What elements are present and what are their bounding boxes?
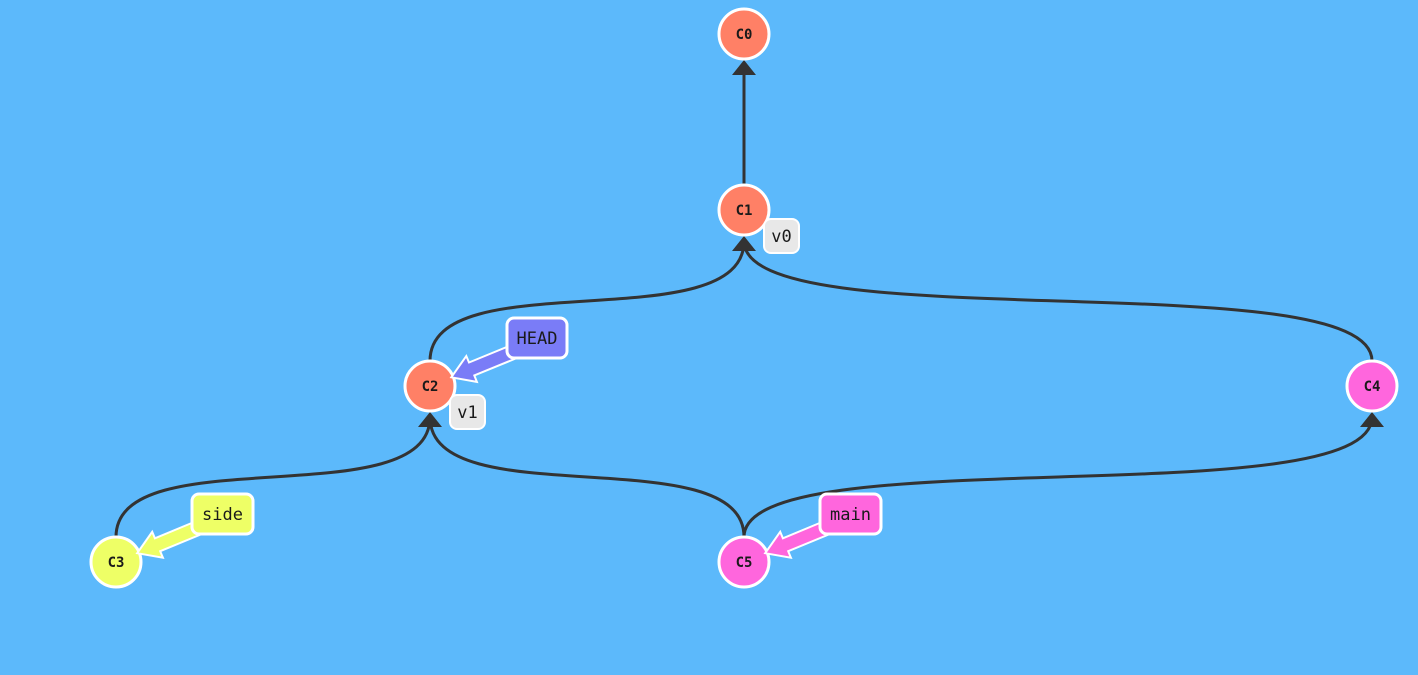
commit-c2[interactable]: C2 bbox=[403, 359, 457, 413]
tag-box[interactable] bbox=[763, 218, 800, 254]
commit-c4[interactable]: C4 bbox=[1345, 359, 1399, 413]
edge-c3-to-c2 bbox=[114, 416, 432, 538]
edge-c2-to-c1 bbox=[428, 240, 746, 362]
tag-label: v1 bbox=[457, 403, 477, 423]
ref-box[interactable] bbox=[190, 492, 255, 536]
commit-node[interactable] bbox=[89, 535, 143, 589]
ref-main[interactable]: main bbox=[763, 492, 883, 559]
edges-layer bbox=[114, 65, 1374, 538]
commit-label: C3 bbox=[108, 555, 125, 571]
edge-c5-to-c4 bbox=[742, 416, 1374, 538]
edge-c4-to-c1 bbox=[742, 240, 1374, 362]
tags-layer: v0 v1 bbox=[449, 218, 800, 430]
ref-box[interactable] bbox=[505, 316, 569, 360]
tag-v0[interactable]: v0 bbox=[763, 218, 800, 254]
arrowheads-layer bbox=[418, 60, 1384, 427]
commit-c5[interactable]: C5 bbox=[717, 535, 771, 589]
commit-node[interactable] bbox=[717, 7, 771, 61]
ref-label: main bbox=[830, 505, 871, 525]
tag-box[interactable] bbox=[449, 394, 486, 430]
commit-c3[interactable]: C3 bbox=[89, 535, 143, 589]
commit-node[interactable] bbox=[1345, 359, 1399, 413]
commit-label: C4 bbox=[1364, 379, 1381, 395]
ref-label: HEAD bbox=[517, 329, 558, 349]
side-pointer-arrow bbox=[135, 520, 203, 559]
commit-label: C5 bbox=[736, 555, 753, 571]
ref-box[interactable] bbox=[818, 492, 883, 536]
arrowhead-c4 bbox=[1360, 412, 1384, 427]
refs-layer: HEAD side main bbox=[135, 316, 883, 559]
commit-node[interactable] bbox=[717, 183, 771, 237]
commit-label: C1 bbox=[736, 203, 753, 219]
commit-label: C0 bbox=[736, 27, 753, 43]
commit-label: C2 bbox=[422, 379, 439, 395]
commit-c0[interactable]: C0 bbox=[717, 7, 771, 61]
commit-node[interactable] bbox=[717, 535, 771, 589]
tag-label: v0 bbox=[771, 227, 791, 247]
arrowhead-c1 bbox=[732, 236, 756, 251]
ref-head[interactable]: HEAD bbox=[449, 316, 569, 384]
edge-c5-to-c2 bbox=[428, 416, 746, 538]
commit-c1[interactable]: C1 bbox=[717, 183, 771, 237]
arrowhead-c0 bbox=[732, 60, 756, 75]
ref-side[interactable]: side bbox=[135, 492, 255, 559]
arrowhead-c2 bbox=[418, 412, 442, 427]
commit-node[interactable] bbox=[403, 359, 457, 413]
main-pointer-arrow bbox=[763, 520, 831, 559]
tag-v1[interactable]: v1 bbox=[449, 394, 486, 430]
head-pointer-arrow bbox=[449, 344, 518, 384]
ref-label: side bbox=[202, 505, 243, 525]
